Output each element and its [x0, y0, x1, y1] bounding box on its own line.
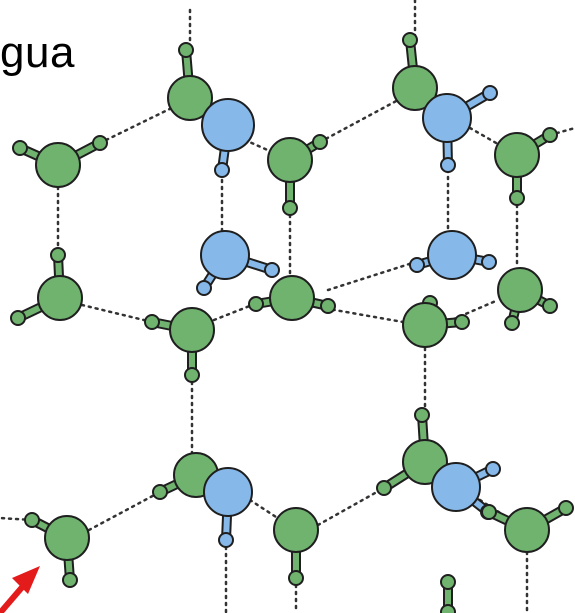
- red-arrow-head: [12, 566, 40, 594]
- hydrogen-atom-7-0: [196, 280, 212, 296]
- hydrogen-atom-5-1: [440, 157, 456, 173]
- hydrogen-atom-11-1: [320, 298, 336, 314]
- blue-oxygen-atom-8: [427, 230, 477, 280]
- hydrogen-atom-5-0: [482, 85, 498, 101]
- hydrogen-atom-8-1: [481, 254, 497, 270]
- green-oxygen-atom-3: [267, 137, 313, 183]
- hydrogen-atom-7-1: [264, 262, 280, 278]
- green-oxygen-atom-16: [44, 515, 90, 561]
- hydrogen-atom-0-0: [178, 42, 194, 58]
- caption-text: gua: [0, 28, 75, 77]
- hydrogen-atom-17-1: [288, 570, 304, 586]
- hydrogen-atom-16-1: [62, 572, 78, 588]
- green-oxygen-atom-6: [494, 132, 540, 178]
- green-oxygen-atom-20: [504, 507, 550, 553]
- hydrogen-atom-21-1: [440, 604, 456, 613]
- hydrogen-bond-20: [87, 490, 162, 532]
- hydrogen-bond-2: [98, 98, 190, 145]
- hydrogen-atom-12-1: [454, 314, 470, 330]
- hydrogen-atom-3-0: [312, 134, 328, 150]
- blue-oxygen-atom-5: [422, 93, 472, 143]
- hydrogen-atom-9-1: [10, 310, 26, 326]
- hydrogen-atom-18-1: [376, 480, 392, 496]
- hydrogen-atom-11-0: [248, 296, 264, 312]
- hydrogen-atom-4-0: [402, 32, 418, 48]
- hydrogen-atom-3-1: [282, 200, 298, 216]
- hydrogen-atom-13-1: [504, 315, 520, 331]
- hydrogen-atom-10-1: [184, 367, 200, 383]
- red-arrow: [0, 566, 40, 613]
- hydrogen-atom-16-0: [24, 512, 40, 528]
- green-oxygen-atom-9: [37, 275, 83, 321]
- hydrogen-atom-15-0: [218, 532, 234, 548]
- blue-oxygen-atom-1: [201, 98, 255, 152]
- blue-oxygen-atom-15: [203, 467, 253, 517]
- hydrogen-atom-6-0: [542, 127, 558, 143]
- hydrogen-atom-20-1: [558, 500, 574, 516]
- hydrogen-bond-22: [316, 486, 386, 527]
- hydrogen-bond-21: [248, 498, 298, 532]
- hydrogen-atom-8-0: [409, 257, 425, 273]
- hydrogen-atom-13-0: [542, 298, 558, 314]
- hydrogen-atom-6-1: [509, 190, 525, 206]
- blue-oxygen-atom-19: [431, 462, 481, 512]
- hydrogen-atom-14-0: [152, 484, 168, 500]
- hydrogen-atom-9-0: [50, 247, 66, 263]
- green-oxygen-atom-10: [169, 307, 215, 353]
- blue-oxygen-atom-7: [200, 230, 250, 280]
- green-oxygen-atom-11: [269, 275, 315, 321]
- hydrogen-bond-4: [548, 126, 575, 137]
- hydrogen-atom-21-0: [440, 574, 456, 590]
- green-oxygen-atom-17: [273, 507, 319, 553]
- green-oxygen-atom-0: [167, 75, 213, 121]
- hydrogen-atom-20-0: [481, 504, 497, 520]
- green-oxygen-atom-4: [392, 65, 438, 111]
- hydrogen-bond-19: [0, 516, 34, 522]
- green-oxygen-atom-12: [402, 302, 448, 348]
- green-oxygen-atom-13: [497, 267, 543, 313]
- hydrogen-atom-1-0: [214, 162, 230, 178]
- hydrogen-atom-18-0: [414, 407, 430, 423]
- green-oxygen-atom-2: [35, 142, 81, 188]
- hydrogen-atom-10-0: [144, 314, 160, 330]
- hydrogen-atom-2-1: [92, 135, 108, 151]
- hydrogen-atom-2-0: [12, 140, 28, 156]
- hydrogen-bond-12: [80, 303, 154, 324]
- hydrogen-atom-19-0: [485, 461, 501, 477]
- atoms: [10, 32, 574, 613]
